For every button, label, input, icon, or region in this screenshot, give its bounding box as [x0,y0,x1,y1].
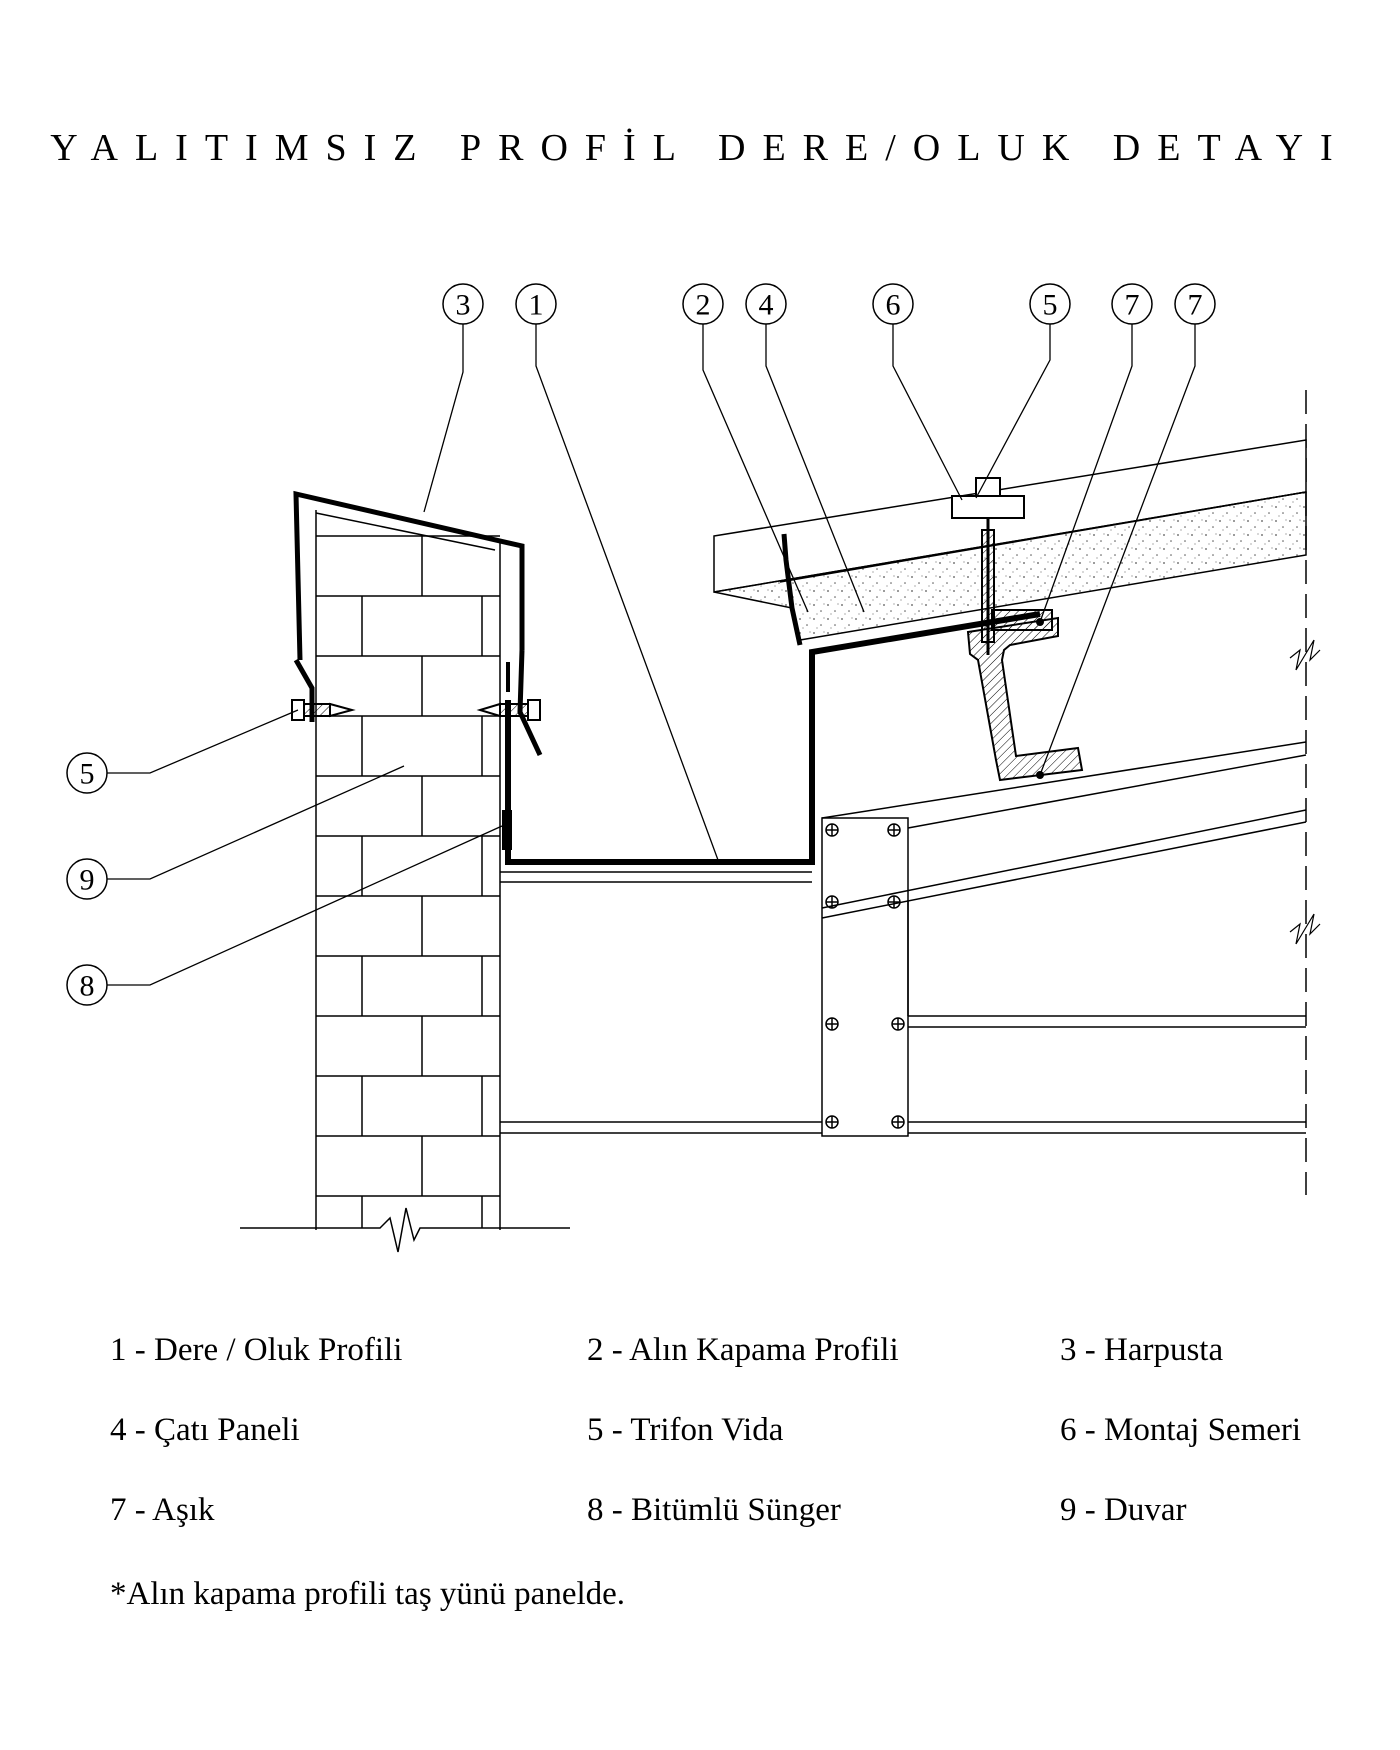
svg-text:1: 1 [529,289,544,322]
svg-text:4: 4 [759,289,774,322]
callout-3: 3 [442,283,484,325]
legend-item-5: 5 - Trifon Vida [587,1412,784,1448]
callout-8: 8 [66,964,108,1006]
bituminous-sponge [502,810,512,850]
svg-text:8: 8 [80,970,95,1003]
legend-item-4: 4 - Çatı Paneli [110,1412,300,1448]
svg-text:9: 9 [80,864,95,897]
legend-item-2: 2 - Alın Kapama Profili [587,1332,899,1368]
svg-text:2: 2 [696,289,711,322]
callout-6: 6 [872,283,914,325]
front-closure-profile [781,533,803,646]
purlin [966,609,1084,782]
callout-7-b: 7 [1174,283,1216,325]
svg-text:5: 5 [1043,289,1058,322]
drawing-title: YALITIMSIZ PROFİL DERE/OLUK DETAYI [50,127,1350,169]
callout-5-top: 5 [1029,283,1071,325]
brick-wall [315,510,501,1230]
gutter-profile [505,611,1041,865]
legend-item-8: 8 - Bitümlü Sünger [587,1492,841,1528]
svg-text:6: 6 [886,289,901,322]
callout-leaders [107,324,1196,986]
callout-2: 2 [682,283,724,325]
foundation-break-line [240,1207,570,1253]
callout-5-left: 5 [66,752,108,794]
wall-screw-right [476,699,541,721]
footnote: *Alın kapama profili taş yünü panelde. [110,1576,626,1612]
support-structure [500,390,1321,1195]
callout-7-a: 7 [1111,283,1153,325]
svg-text:7: 7 [1188,289,1203,322]
svg-text:7: 7 [1125,289,1140,322]
callout-bubbles: 3 1 2 4 6 5 7 7 5 9 8 [66,283,1216,1006]
callout-4: 4 [745,283,787,325]
svg-text:3: 3 [456,289,471,322]
wall-screw-left [291,699,356,721]
svg-text:5: 5 [80,758,95,791]
legend-item-7: 7 - Aşık [110,1492,215,1528]
legend-item-6: 6 - Montaj Semeri [1060,1412,1302,1448]
legend-item-3: 3 - Harpusta [1060,1332,1224,1368]
callout-1: 1 [515,283,557,325]
legend-item-9: 9 - Duvar [1060,1492,1187,1528]
callout-9: 9 [66,858,108,900]
legend-item-1: 1 - Dere / Oluk Profili [110,1332,403,1368]
